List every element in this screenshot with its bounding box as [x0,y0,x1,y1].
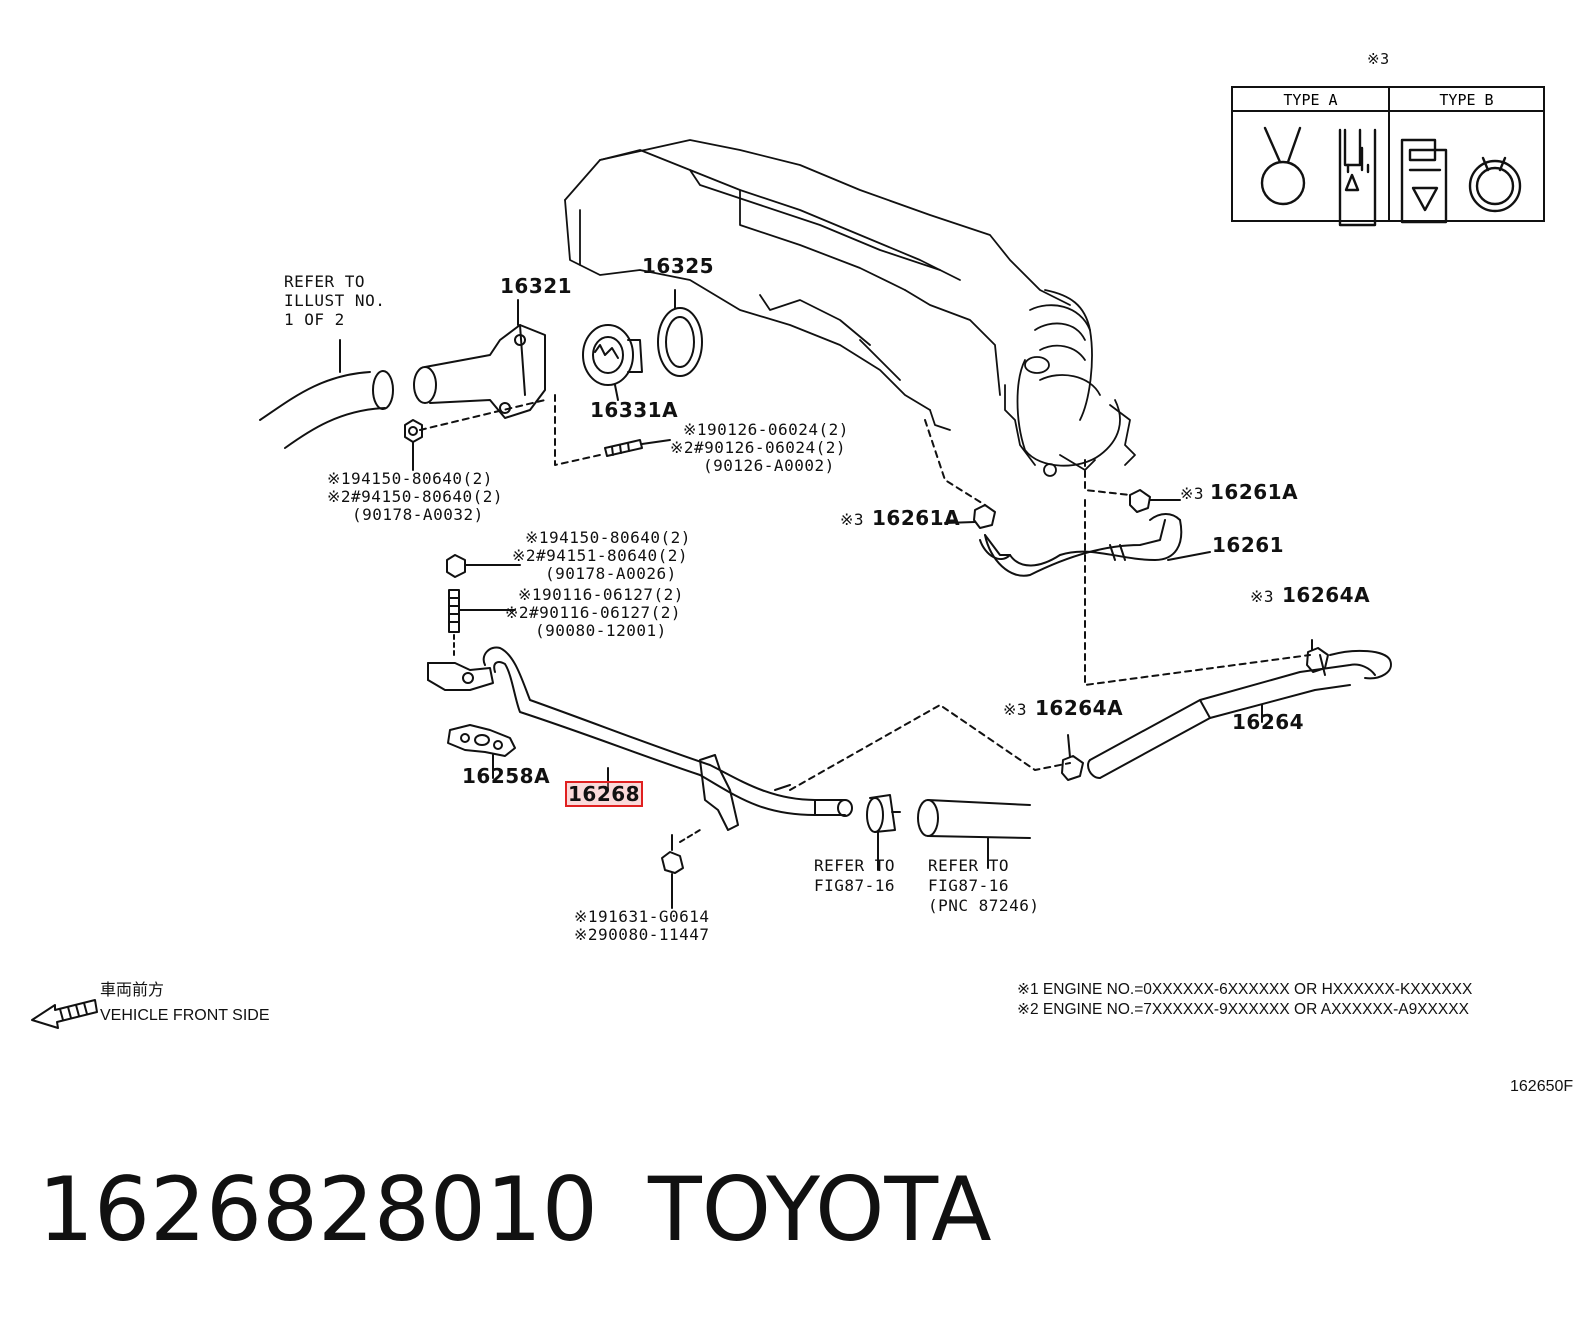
water-inlet-housing-16321 [413,299,546,419]
refer-fig-b-line1: REFER TO [928,856,1010,875]
legend-type-b-drawing [1400,138,1522,224]
stud-mid-line2: ※2#90116-06127(2) [505,603,682,622]
clamp-16261A-right [1129,489,1181,513]
vehicle-front-jp: 車両前方 [100,980,165,999]
part-label-16264A-top: 16264A [1282,583,1371,607]
vehicle-front-arrow-icon [31,999,98,1029]
legend-note-mark: ※3 [1367,50,1390,68]
part-label-16321: 16321 [500,274,573,298]
nut-top [404,419,423,471]
hose-fig87 [917,799,1031,869]
dash-engine-to-16261A [924,419,986,506]
stud-top-line2: ※2#90126-06024(2) [670,438,847,457]
nut-top-line2: ※2#94150-80640(2) [327,487,504,506]
hose-16261 [979,513,1211,577]
clamp-fig87 [866,794,901,871]
nut-mid-line1: ※194150-80640(2) [525,528,691,547]
mark3-16261A-right: ※3 [1180,484,1205,503]
mark3-16264A-top: ※3 [1250,587,1275,606]
stud-mid [448,589,516,656]
leader-dash-stud-top [554,394,601,466]
gasket-plate-16258A [447,724,516,779]
clamp-16264A-mid [1061,734,1084,781]
nut-mid-line3: (90178-A0026) [545,564,677,583]
refer-illust-line1: REFER TO [284,272,366,291]
mark3-16264A-mid: ※3 [1003,700,1028,719]
inlet-hose-left [259,339,394,449]
thermostat-16331A [582,324,643,401]
part-label-16264A-mid: 16264A [1035,696,1124,720]
refer-fig-a-line1: REFER TO [814,856,896,875]
bolt-line1: ※191631-G0614 [574,907,710,926]
refer-fig-b-line2: FIG87-16 [928,876,1010,895]
engine-block-outline [564,139,1071,431]
legend-type-a-header: TYPE A [1233,88,1388,112]
refer-fig-b-line3: (PNC 87246) [928,896,1040,915]
part-label-16331A: 16331A [590,398,679,422]
part-label-16258A: 16258A [462,764,551,788]
stud-top [604,439,671,457]
clamp-type-legend: TYPE A TYPE B [1231,86,1545,222]
water-bypass-pipe-16268 [427,646,853,831]
part-label-16261: 16261 [1212,533,1285,557]
bolt-line2: ※290080-11447 [574,925,710,944]
legend-type-a-drawing [1260,126,1377,227]
nut-mid [446,554,521,578]
caption-brand: TOYOTA [648,1158,992,1261]
nut-mid-line2: ※2#94151-80640(2) [512,546,689,565]
engine-note-1: ※1 ENGINE NO.=0XXXXXX-6XXXXXX OR HXXXXXX… [1017,981,1473,998]
gasket-16325 [657,289,703,377]
bolt-bottom [661,829,701,909]
dash-16268-to-16264A [789,704,1071,791]
clamp-16264A-top [1306,639,1329,673]
stud-top-line1: ※190126-06024(2) [683,420,849,439]
part-label-16261A-right: 16261A [1210,480,1299,504]
leader-dash-nut-top [419,399,546,431]
legend-divider [1388,88,1390,220]
nut-top-line3: (90178-A0032) [352,505,484,524]
caption-part-number: 1626828010 [38,1158,598,1261]
clamp-16261A-left [944,504,996,529]
part-label-16264: 16264 [1232,710,1305,734]
engine-note-2: ※2 ENGINE NO.=7XXXXXX-9XXXXXX OR AXXXXXX… [1017,1001,1469,1018]
part-label-16268-highlighted[interactable]: 16268 [564,781,644,807]
mark3-16261A-left: ※3 [840,510,865,529]
refer-illust-line2: ILLUST NO. [284,291,386,310]
nut-top-line1: ※194150-80640(2) [327,469,493,488]
figure-code: 162650F [1510,1078,1574,1095]
part-label-16261A-left: 16261A [872,506,961,530]
dash-throttle-to-16261A [1084,459,1131,496]
stud-mid-line3: (90080-12001) [535,621,667,640]
refer-fig-a-line2: FIG87-16 [814,876,896,895]
stud-top-line3: (90126-A0002) [703,456,835,475]
legend-type-b-header: TYPE B [1390,88,1543,112]
part-label-16325: 16325 [642,254,715,278]
vehicle-front-side: VEHICLE FRONT SIDE [100,1007,270,1024]
dash-vertical-long [1084,499,1311,686]
refer-illust-line3: 1 OF 2 [284,310,345,329]
hose-16264 [1087,649,1392,779]
throttle-body [1004,289,1136,477]
stud-mid-line1: ※190116-06127(2) [518,585,684,604]
